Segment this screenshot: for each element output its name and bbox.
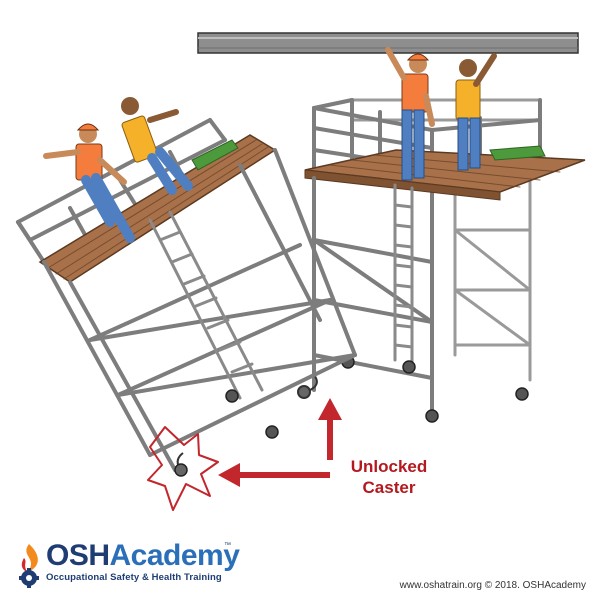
tipping-scaffold: [16, 118, 357, 472]
worker-upright-1: [385, 47, 435, 181]
oshacademy-logo: OSHAcademy ™ Occupational Safety & Healt…: [14, 540, 254, 590]
logo-wordmark: OSHAcademy: [46, 539, 240, 572]
logo-tagline: Occupational Safety & Health Training: [46, 572, 222, 583]
worker-upright-2: [455, 53, 497, 171]
warning-burst-icon: [147, 426, 219, 511]
locked-casters: [341, 355, 529, 423]
callout-line-1: Unlocked: [350, 457, 428, 476]
callout-line-2: Caster: [362, 478, 416, 497]
trademark-symbol: ™: [224, 542, 231, 549]
flame-gear-icon: [19, 544, 39, 588]
arrow-icon: [236, 415, 333, 478]
arrow-heads: [218, 398, 342, 487]
logo-word-osh: OSH: [46, 539, 110, 572]
logo-word-academy: Academy: [109, 539, 240, 572]
worker-falling-2: [121, 97, 193, 195]
upright-scaffold: [297, 98, 586, 423]
worker-falling-1: [43, 123, 135, 243]
unlocked-caster-label: Unlocked Caster: [334, 456, 444, 498]
copyright-credit: www.oshatrain.org © 2018. OSHAcademy: [399, 580, 586, 591]
